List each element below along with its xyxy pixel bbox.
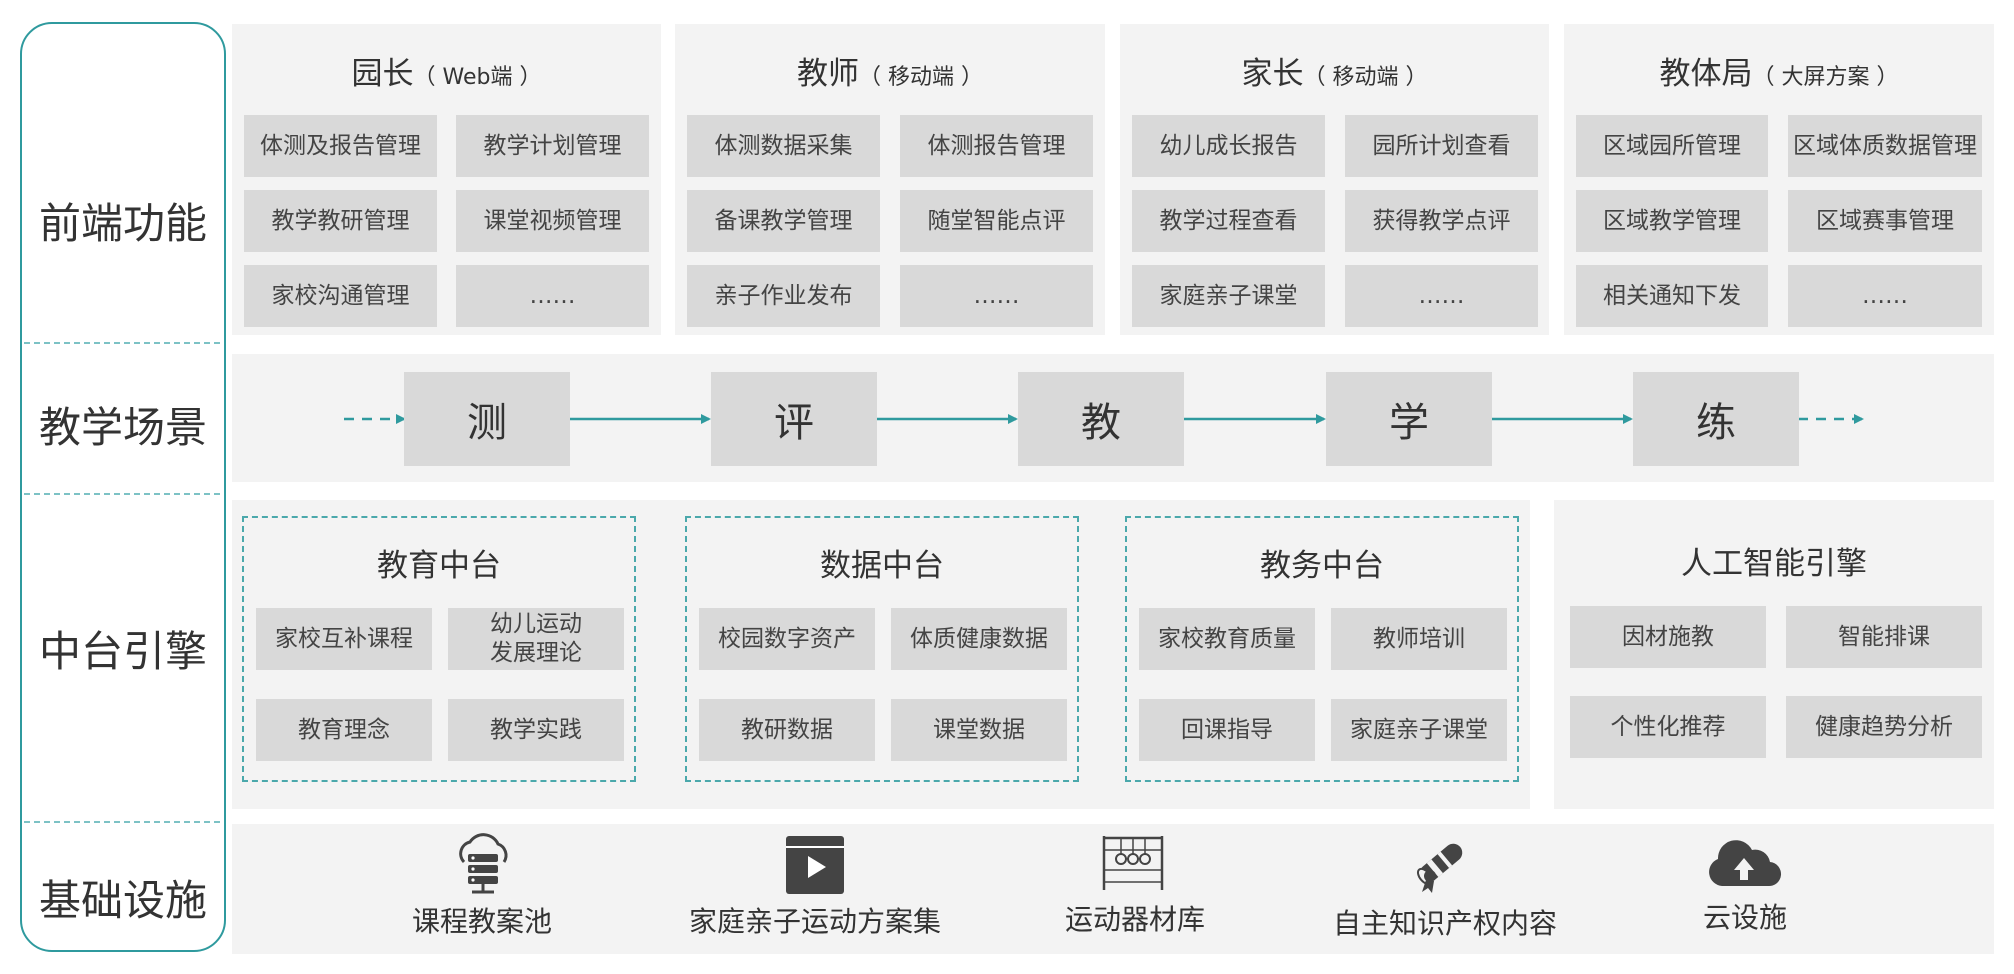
function-cell: 园所计划查看 <box>1345 115 1538 177</box>
function-cell: 区域体质数据管理 <box>1788 115 1982 177</box>
cloud-upload-icon <box>1709 840 1782 887</box>
platform-cell: 校园数字资产 <box>699 608 875 670</box>
platform-cell: 教师培训 <box>1331 608 1507 670</box>
function-cell: …… <box>1345 265 1538 327</box>
function-cell: 亲子作业发布 <box>687 265 880 327</box>
platform-academic-affairs: 教务中台 家校教育质量 教师培训 回课指导 家庭亲子课堂 <box>1125 516 1519 782</box>
function-cell: 备课教学管理 <box>687 190 880 252</box>
platform-data: 数据中台 校园数字资产 体质健康数据 教研数据 课堂数据 <box>685 516 1079 782</box>
frontend-panel-principal: 园长（ Web端 ） 体测及报告管理 教学计划管理 教学教研管理 课堂视频管理 … <box>232 24 661 335</box>
platform-cell: 家校教育质量 <box>1139 608 1315 670</box>
panel-title: 教师（ 移动端 ） <box>797 56 983 92</box>
panel-title: 家长（ 移动端 ） <box>1241 56 1428 92</box>
scene-step-practice: 练 <box>1633 372 1799 466</box>
platform-cell: 教学实践 <box>448 699 624 761</box>
panel-title: 教体局（ 大屏方案 ） <box>1659 56 1899 92</box>
function-cell: 体测报告管理 <box>900 115 1093 177</box>
gym-rings-icon <box>1102 836 1164 890</box>
platform-title: 教育中台 <box>377 548 501 584</box>
scene-step-evaluate: 评 <box>711 372 877 466</box>
cloud-server-icon <box>459 833 508 894</box>
platform-cell: 教育理念 <box>256 699 432 761</box>
row-labels-frame <box>20 22 226 952</box>
function-cell: …… <box>456 265 649 327</box>
platform-cell: 个性化推荐 <box>1570 696 1766 758</box>
infra-label: 家庭亲子运动方案集 <box>688 905 941 938</box>
row-separator <box>24 493 220 495</box>
infra-label: 课程教案池 <box>411 905 552 938</box>
function-cell: …… <box>900 265 1093 327</box>
platform-title: 人工智能引擎 <box>1681 546 1867 582</box>
frontend-panel-education-bureau: 教体局（ 大屏方案 ） 区域园所管理 区域体质数据管理 区域教学管理 区域赛事管… <box>1564 24 1994 335</box>
infra-label: 云设施 <box>1702 901 1787 934</box>
function-cell: 相关通知下发 <box>1576 265 1768 327</box>
function-cell: 课堂视频管理 <box>456 190 649 252</box>
panel-title: 园长（ Web端 ） <box>351 56 542 92</box>
function-cell: 家校沟通管理 <box>244 265 437 327</box>
platform-cell: 智能排课 <box>1786 606 1982 668</box>
platform-cell: 回课指导 <box>1139 699 1315 761</box>
function-cell: 体测及报告管理 <box>244 115 437 177</box>
function-cell: 教学教研管理 <box>244 190 437 252</box>
function-cell: 家庭亲子课堂 <box>1132 265 1325 327</box>
platform-cell: 因材施教 <box>1570 606 1766 668</box>
row-label-infra: 基础设施 <box>38 876 207 925</box>
function-cell: 随堂智能点评 <box>900 190 1093 252</box>
certificate-scroll-icon <box>1416 843 1463 893</box>
platform-title: 教务中台 <box>1260 548 1384 584</box>
function-cell: 区域园所管理 <box>1576 115 1768 177</box>
platform-education: 教育中台 家校互补课程 幼儿运动 发展理论 教育理念 教学实践 <box>242 516 636 782</box>
platform-cell: 幼儿运动 发展理论 <box>448 608 624 670</box>
platform-cell: 课堂数据 <box>891 699 1067 761</box>
platform-title: 数据中台 <box>820 548 944 584</box>
function-cell: 获得教学点评 <box>1345 190 1538 252</box>
function-cell: 教学计划管理 <box>456 115 649 177</box>
frontend-panel-parent: 家长（ 移动端 ） 幼儿成长报告 园所计划查看 教学过程查看 获得教学点评 家庭… <box>1120 24 1549 335</box>
scene-step-learn: 学 <box>1326 372 1492 466</box>
platform-cell: 体质健康数据 <box>891 608 1067 670</box>
function-cell: 教学过程查看 <box>1132 190 1325 252</box>
platform-cell: 家校互补课程 <box>256 608 432 670</box>
row-label-scenes: 教学场景 <box>38 403 207 452</box>
function-cell: 幼儿成长报告 <box>1132 115 1325 177</box>
row-label-frontend: 前端功能 <box>38 199 207 248</box>
scene-step-teach: 教 <box>1018 372 1184 466</box>
video-play-icon <box>786 836 844 894</box>
platform-cell: 教研数据 <box>699 699 875 761</box>
function-cell: 区域教学管理 <box>1576 190 1768 252</box>
infrastructure-panel <box>232 824 1994 954</box>
infra-label: 自主知识产权内容 <box>1332 907 1557 940</box>
frontend-panel-teacher: 教师（ 移动端 ） 体测数据采集 体测报告管理 备课教学管理 随堂智能点评 亲子… <box>675 24 1105 335</box>
platform-cell: 健康趋势分析 <box>1786 696 1982 758</box>
platform-ai-engine: 人工智能引擎 因材施教 智能排课 个性化推荐 健康趋势分析 <box>1554 500 1994 809</box>
row-separator <box>24 342 220 344</box>
function-cell: 区域赛事管理 <box>1788 190 1982 252</box>
row-separator <box>24 821 220 823</box>
infra-label: 运动器材库 <box>1064 903 1205 936</box>
function-cell: 体测数据采集 <box>687 115 880 177</box>
platform-cell: 家庭亲子课堂 <box>1331 699 1507 761</box>
row-label-middle: 中台引擎 <box>38 627 207 676</box>
function-cell: …… <box>1788 265 1982 327</box>
scene-step-test: 测 <box>404 372 570 466</box>
